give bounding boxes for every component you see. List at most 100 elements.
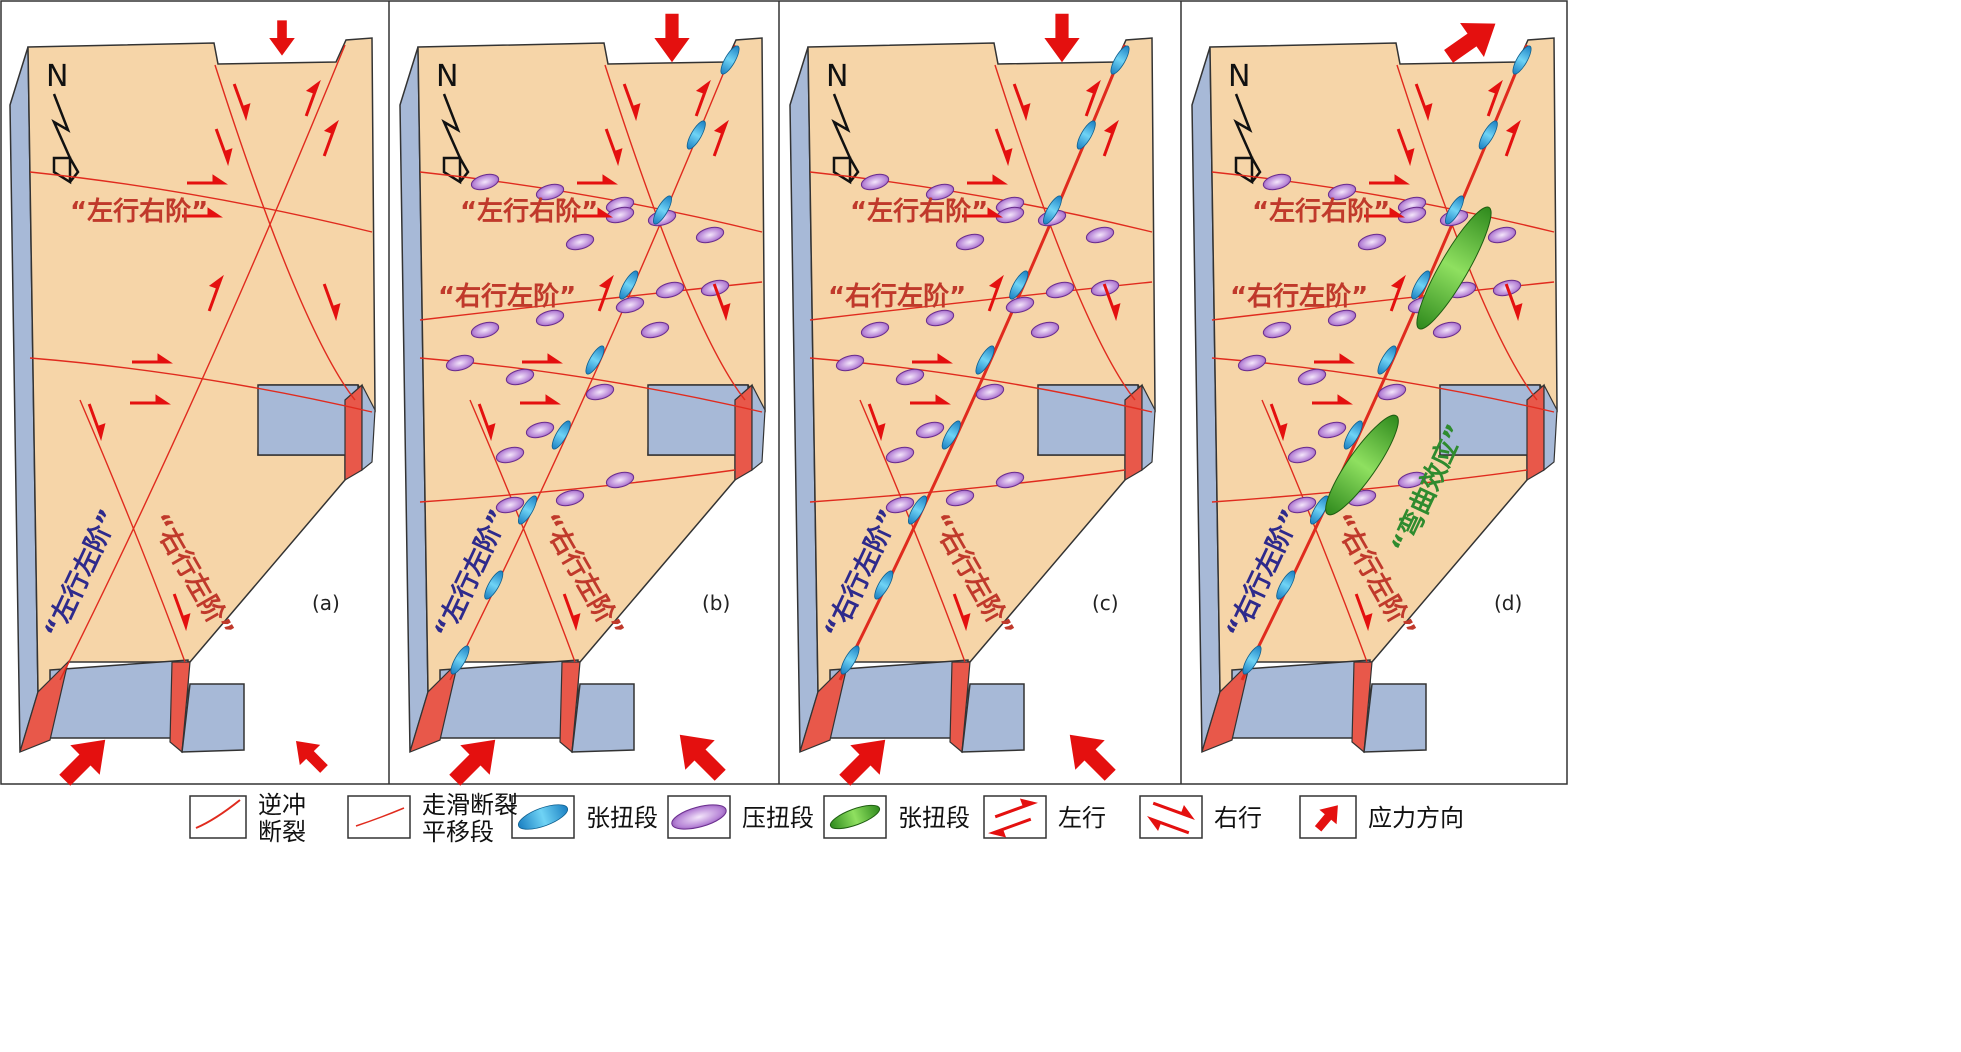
- transtension-lens: [686, 120, 706, 150]
- slip-arrow: [1012, 83, 1031, 122]
- transpression-lens: [495, 446, 525, 464]
- transtension-lens: [1411, 270, 1431, 300]
- transtension-lens: [1043, 195, 1062, 225]
- slip-arrow-shape: [597, 274, 614, 312]
- transtension-lens: [1445, 195, 1464, 225]
- slip-arrow-shape: [604, 128, 623, 167]
- slip-arrow-shape: [1084, 79, 1101, 117]
- stress-arrow-shape: [1444, 22, 1496, 63]
- slip-arrow: [912, 353, 953, 364]
- cut-face: [799, 660, 850, 754]
- transpression-lens: [860, 173, 890, 191]
- slip-arrow-shape: [867, 403, 886, 442]
- block-front-face: [1363, 683, 1427, 753]
- transpression-lens: [470, 173, 500, 191]
- slip-arrow-shape: [694, 79, 711, 117]
- transtension-lens: [1478, 120, 1498, 150]
- block-front-face: [829, 659, 969, 739]
- transtension-lens: [585, 345, 605, 375]
- slip-arrow-shape: [232, 83, 251, 122]
- block-front-face: [571, 683, 635, 753]
- north-arrow-icon: N: [1228, 59, 1262, 185]
- legend-text: 张扭段: [586, 804, 658, 832]
- slip-arrow: [1312, 394, 1353, 405]
- transpression-lens: [1432, 321, 1462, 339]
- legend-text: 平移段: [422, 818, 494, 846]
- slip-arrow: [952, 593, 971, 632]
- north-label: N: [826, 59, 848, 94]
- block-side-face: [751, 384, 766, 472]
- legend-text: 张扭段: [898, 804, 970, 832]
- slip-arrow: [172, 593, 191, 632]
- fault-line: [604, 64, 746, 401]
- fault-line: [419, 469, 736, 503]
- transtension-lens: [1512, 45, 1532, 75]
- transpression-lens: [1377, 383, 1407, 401]
- slip-arrow: [577, 174, 618, 185]
- transpression-lens: [535, 183, 565, 201]
- slip-arrow-shape: [1354, 593, 1373, 632]
- slip-arrow-shape: [1364, 207, 1405, 218]
- transpression-lens: [505, 368, 535, 386]
- transtension-lens: [840, 645, 860, 675]
- cut-face: [344, 383, 363, 482]
- slip-arrow: [1147, 816, 1190, 835]
- cut-face: [1124, 383, 1143, 482]
- transpression-lens: [1327, 309, 1357, 327]
- transpression-lens: [945, 489, 975, 507]
- north-arrow-icon: N: [436, 59, 470, 185]
- slip-arrow: [87, 403, 106, 442]
- north-arrow-shape: [441, 93, 470, 185]
- block-side-face: [361, 384, 376, 472]
- stress-arrow-shape: [839, 739, 886, 786]
- slip-arrow: [207, 274, 224, 312]
- slip-arrow: [130, 394, 171, 405]
- transpression-lens: [655, 281, 685, 299]
- transtension-lens: [1276, 570, 1296, 600]
- transpression-lens: [565, 233, 595, 251]
- fault-line: [29, 171, 373, 233]
- north-label: N: [1228, 59, 1250, 94]
- transpression-lens: [925, 309, 955, 327]
- slip-arrow: [522, 353, 563, 364]
- label-right-lateral-left-step: “右行左阶”: [1230, 281, 1368, 312]
- slip-arrow: [712, 283, 731, 322]
- slip-arrow-shape: [1147, 816, 1190, 835]
- slip-arrow: [520, 394, 561, 405]
- transpression-lens: [1085, 226, 1115, 244]
- slip-arrow-shape: [962, 207, 1003, 218]
- stress-arrow-shape: [269, 20, 295, 56]
- fault-line: [809, 469, 1126, 503]
- legend-text: 左行: [1058, 804, 1106, 832]
- transpression-lens: [555, 489, 585, 507]
- block-side-face: [1543, 384, 1558, 472]
- slip-arrow-shape: [1504, 119, 1521, 157]
- slip-arrow-shape: [87, 403, 106, 442]
- slip-arrow: [232, 83, 251, 122]
- fault-line: [859, 399, 966, 663]
- slip-arrow: [1486, 79, 1503, 117]
- transpression-lens: [895, 368, 925, 386]
- label-left-lateral-right-step: “左行右阶”: [850, 196, 988, 227]
- panel-frames: [0, 0, 1568, 785]
- north-arrow-icon: N: [826, 59, 860, 185]
- transpression-lens: [1327, 183, 1357, 201]
- cut-face: [1526, 383, 1545, 482]
- slip-arrow-shape: [132, 353, 173, 364]
- slip-arrow-shape: [988, 817, 1032, 838]
- slip-arrow: [694, 79, 711, 117]
- transtension-lens: [450, 645, 470, 675]
- stress-arrow-shape: [1044, 13, 1080, 63]
- slip-arrow-shape: [477, 403, 496, 442]
- slip-arrow: [1102, 119, 1119, 157]
- slip-arrow-shape: [520, 394, 561, 405]
- slip-arrow-shape: [1396, 128, 1415, 167]
- transpression-lens: [995, 206, 1025, 224]
- slip-arrow-shape: [562, 593, 581, 632]
- transpression-lens: [470, 321, 500, 339]
- slip-arrow-shape: [130, 394, 171, 405]
- transpression-lens: [1287, 496, 1317, 514]
- slip-arrow: [322, 119, 339, 157]
- slip-arrow: [1314, 353, 1355, 364]
